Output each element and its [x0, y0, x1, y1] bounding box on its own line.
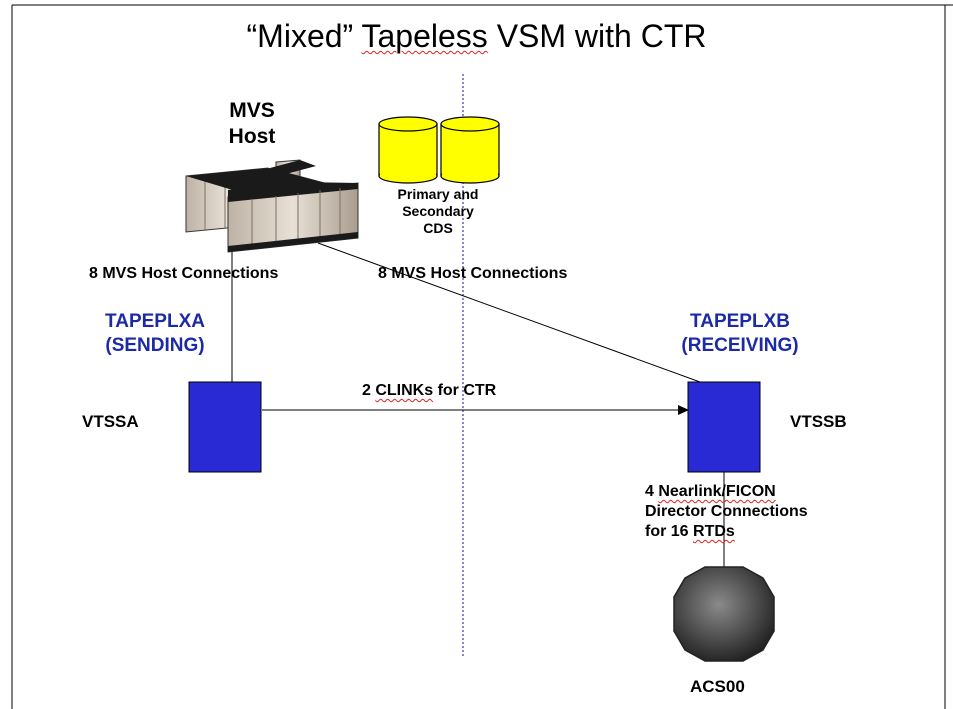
director-connections-label: 4 Nearlink/FICON Director Connections fo… [645, 482, 808, 542]
acs00-label: ACS00 [690, 677, 745, 696]
host-to-vtssb-line [317, 242, 701, 383]
host-connections-label-a: 8 MVS Host Connections [89, 265, 279, 282]
mvs-host-label-line1: MVS [229, 99, 275, 122]
host-connections-label-b: 8 MVS Host Connections [378, 265, 568, 282]
director-line3-squiggle: RTDs [693, 523, 735, 540]
clink-label-clinks: CLINKs [375, 382, 434, 399]
vtssa-box [188, 381, 262, 473]
secondary-cds-disk-icon [440, 116, 500, 184]
director-line2: Director Connections [645, 503, 808, 520]
mvs-host-mainframe-icon [185, 159, 359, 253]
vtssb-box [687, 381, 761, 473]
director-line1-squiggle: Nearlink/FICON [658, 483, 776, 500]
mvs-host-label: MVS Host [222, 98, 282, 150]
title-part-3: VSM with CTR [487, 18, 707, 54]
cds-label-line3: CDS [423, 220, 453, 236]
clink-label-prefix: 2 [362, 382, 376, 399]
primary-cds-disk-icon [378, 116, 438, 184]
director-line1-prefix: 4 [645, 483, 659, 500]
cds-label: Primary and Secondary CDS [378, 186, 498, 237]
title-part-1: “Mixed” [246, 18, 362, 54]
tapeplex-a-name: TAPEPLXA [105, 311, 205, 332]
cds-label-line1: Primary and [397, 186, 479, 202]
vtssb-label: VTSSB [790, 412, 847, 431]
mvs-host-label-line2: Host [228, 125, 276, 148]
title-part-2: Tapeless [361, 18, 488, 54]
clink-label: 2 CLINKs for CTR [362, 382, 496, 400]
clink-label-suffix: for CTR [433, 382, 497, 399]
tapeplex-b-label: TAPEPLXB (RECEIVING) [665, 310, 815, 358]
director-line3-prefix: for 16 [645, 523, 694, 540]
tapeplex-a-label: TAPEPLXA (SENDING) [80, 310, 230, 358]
vtssa-label: VTSSA [82, 412, 139, 431]
cds-label-line2: Secondary [402, 203, 474, 219]
tapeplex-a-role: (SENDING) [105, 335, 205, 356]
acs00-library-icon [673, 566, 775, 662]
director-line3: for 16 RTDs [645, 522, 808, 542]
director-line1: 4 Nearlink/FICON [645, 482, 808, 502]
clink-arrowhead [678, 405, 689, 415]
tapeplex-b-name: TAPEPLXB [690, 311, 790, 332]
page-title: “Mixed” Tapeless VSM with CTR [0, 18, 953, 55]
tapeplex-b-role: (RECEIVING) [681, 335, 799, 356]
